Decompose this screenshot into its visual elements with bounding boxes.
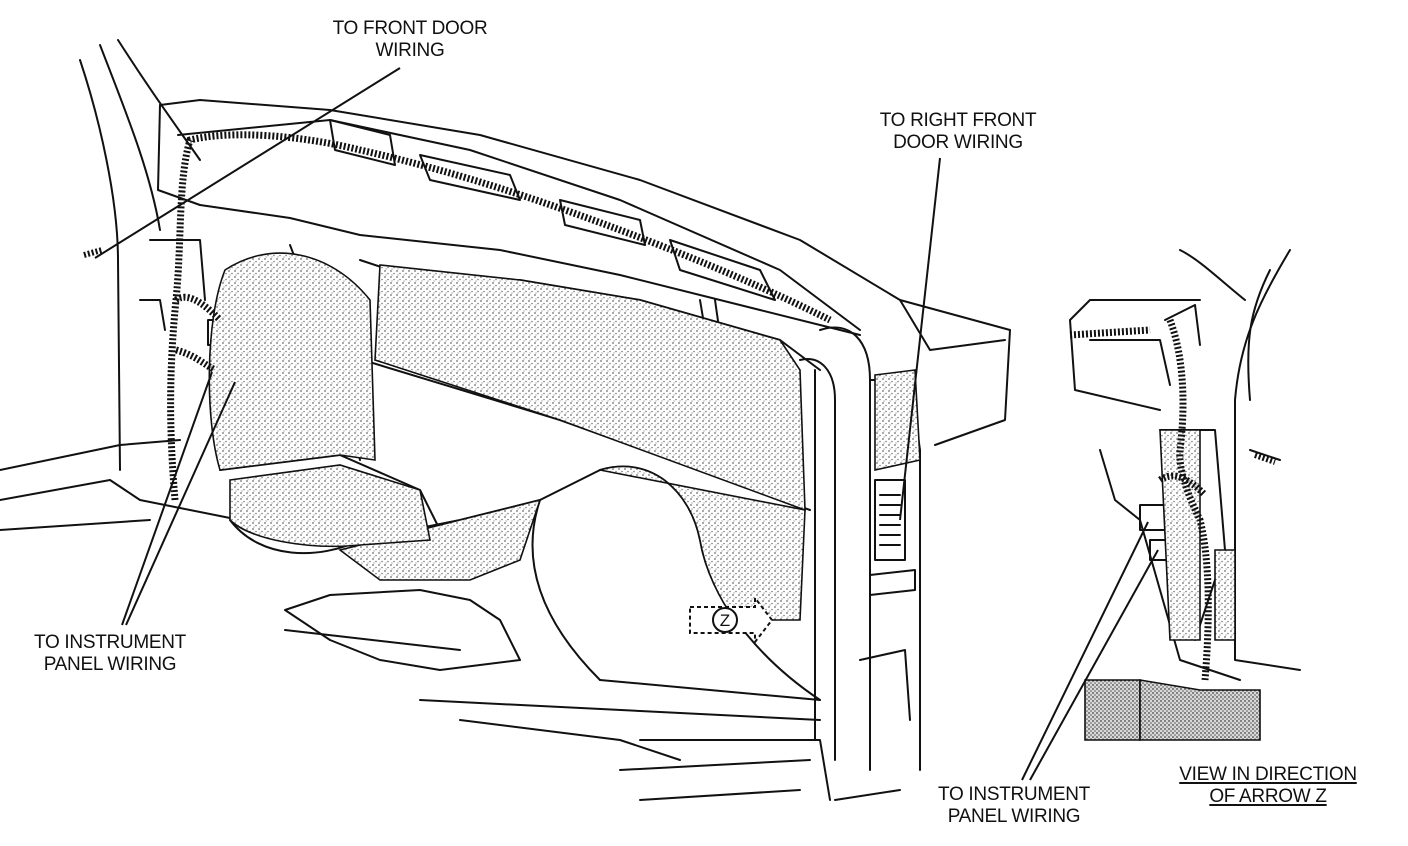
- leader-instrument-right-a: [1021, 521, 1149, 781]
- leader-right-front-door: [899, 157, 941, 521]
- side-panel-surface: [208, 252, 376, 471]
- arrow-z-marker: [689, 595, 774, 645]
- label-instrument-panel-wiring-right: TO INSTRUMENT PANEL WIRING: [938, 784, 1090, 827]
- label-front-door-wiring: TO FRONT DOOR WIRING: [332, 18, 488, 61]
- leader-front-door: [94, 67, 401, 259]
- a-pillar-left: [79, 59, 121, 471]
- label-right-front-door-wiring: TO RIGHT FRONT DOOR WIRING: [879, 110, 1037, 153]
- label-instrument-panel-wiring-left: TO INSTRUMENT PANEL WIRING: [34, 632, 186, 675]
- label-view-in-direction: VIEW IN DIRECTION OF ARROW Z: [1179, 764, 1357, 807]
- harness-main: [167, 131, 832, 501]
- dash-top: [159, 99, 1011, 331]
- door-frame-right: [819, 326, 871, 771]
- arrow-z-label: Z: [719, 611, 731, 630]
- leader-instrument-left-a: [121, 371, 213, 626]
- leader-instrument-right-b: [1029, 549, 1159, 781]
- leader-instrument-left-b: [125, 381, 236, 626]
